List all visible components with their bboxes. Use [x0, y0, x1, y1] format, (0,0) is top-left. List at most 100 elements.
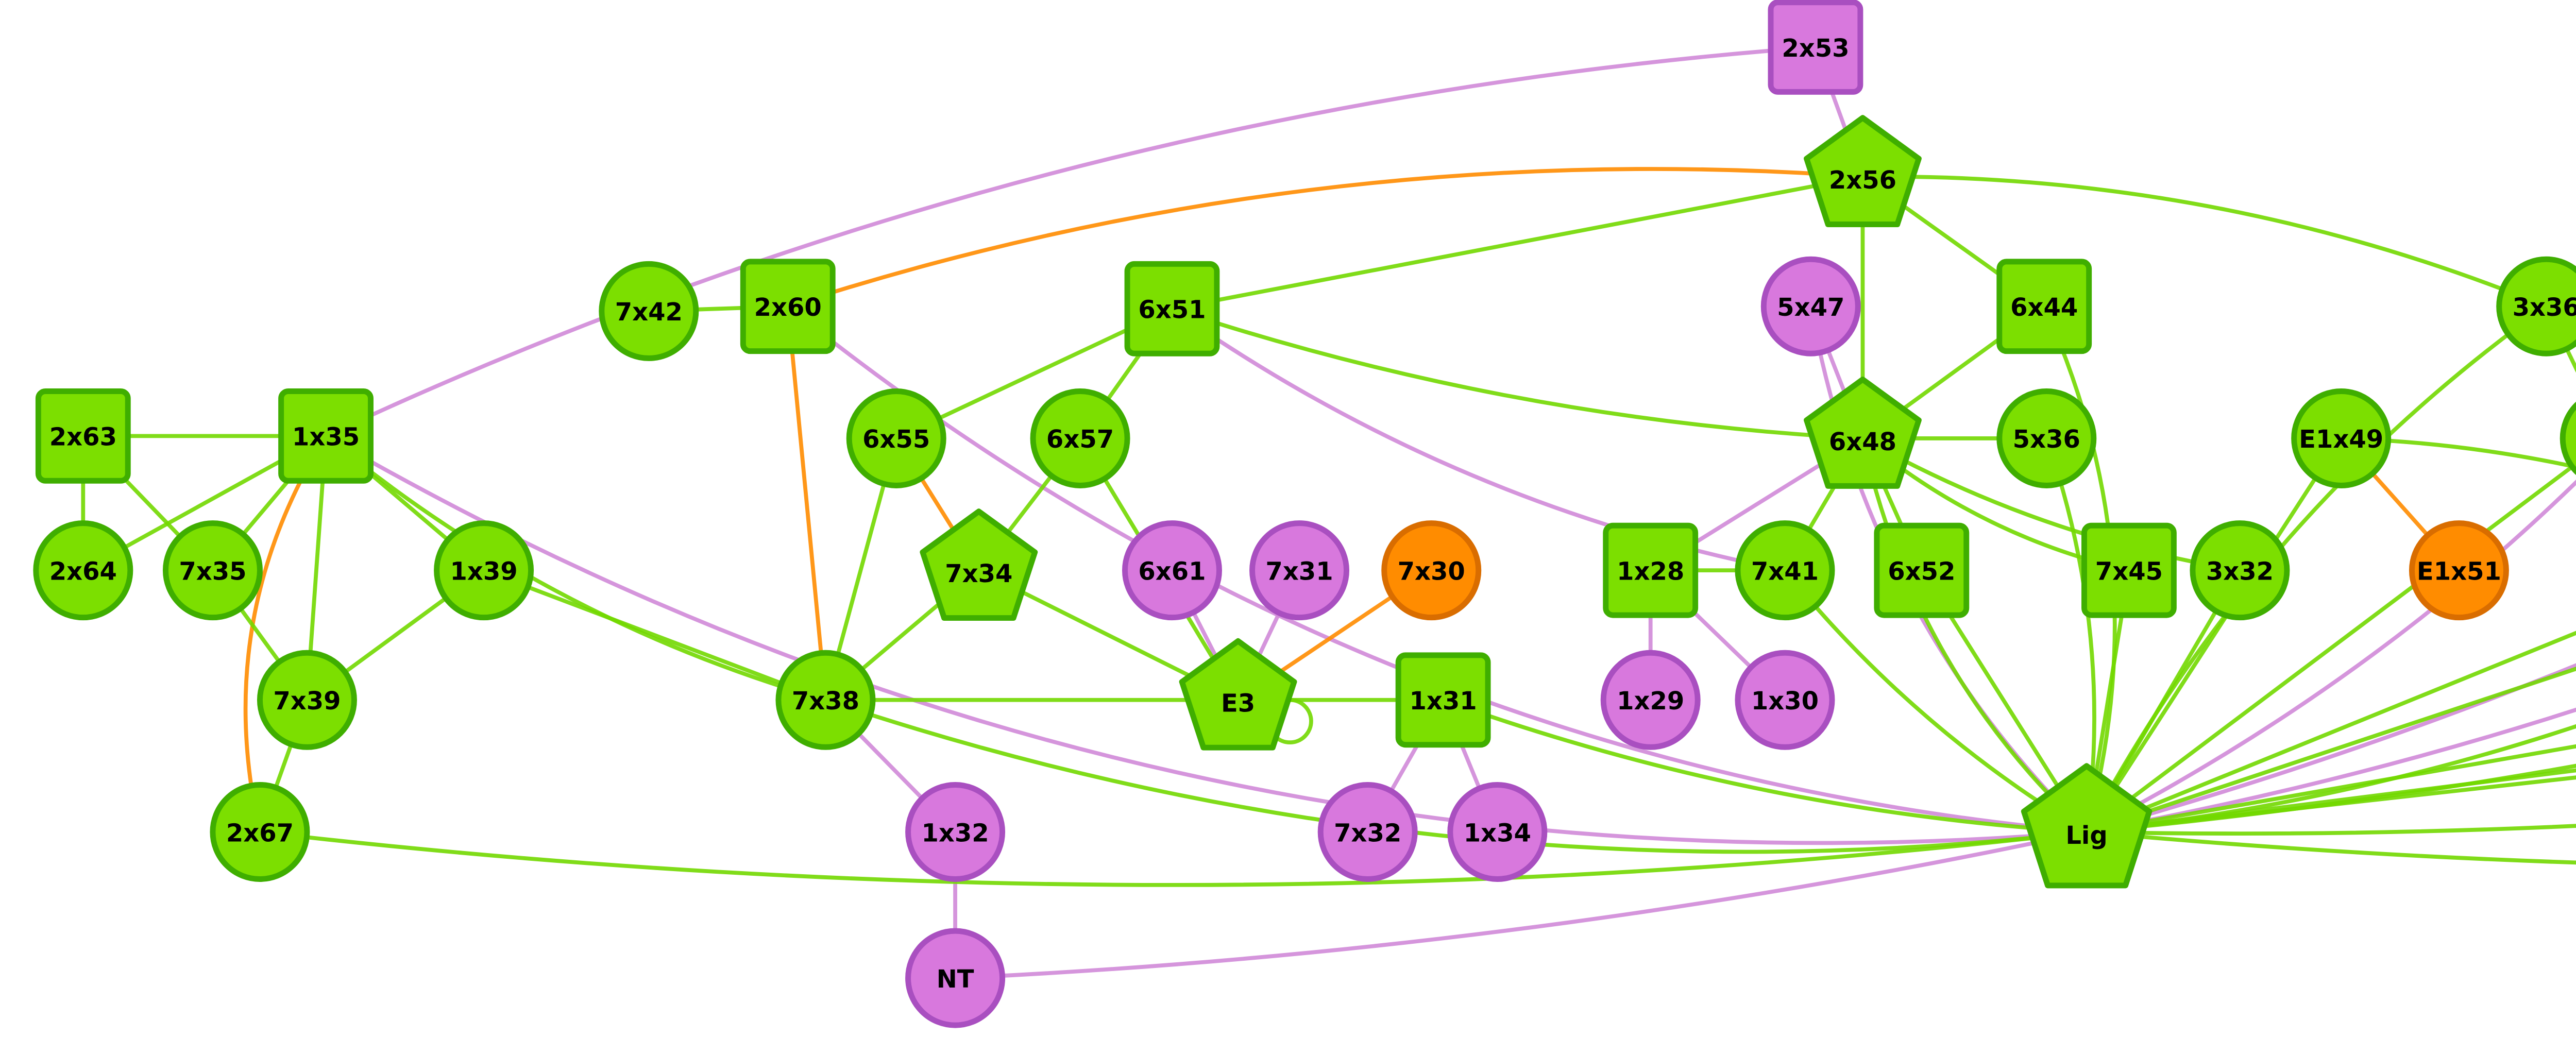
node-6x61[interactable]: 6x61: [1122, 520, 1222, 621]
node-shape-circle[interactable]: [1381, 520, 1482, 621]
node-7x42[interactable]: 7x42: [599, 261, 699, 361]
node-7x32[interactable]: 7x32: [1317, 781, 1418, 882]
node-6x51[interactable]: 6x51: [1124, 261, 1220, 356]
node-7x34[interactable]: 7x34: [920, 508, 1038, 621]
edge-3x36-Lig: [2084, 304, 2549, 834]
node-shape-square[interactable]: [1124, 261, 1220, 356]
node-6x44[interactable]: 6x44: [1996, 259, 2092, 354]
node-shape-pentagon[interactable]: [920, 508, 1038, 621]
node-shape-square[interactable]: [1996, 259, 2092, 354]
edge-E2-Lig: [2084, 667, 2576, 834]
node-3x36[interactable]: 3x36: [2496, 256, 2576, 356]
node-1x32[interactable]: 1x32: [905, 781, 1006, 882]
node-shape-pentagon[interactable]: [1804, 377, 1922, 489]
node-1x28[interactable]: 1x28: [1603, 522, 1699, 618]
node-shape-circle[interactable]: [2496, 256, 2576, 356]
node-shape-circle[interactable]: [905, 928, 1006, 1028]
node-7x38[interactable]: 7x38: [775, 650, 876, 750]
node-7x31[interactable]: 7x31: [1249, 520, 1350, 621]
node-shape-circle[interactable]: [846, 388, 946, 488]
node-shape-square[interactable]: [1603, 522, 1699, 618]
node-6x52[interactable]: 6x52: [1874, 522, 1970, 618]
node-shape-square[interactable]: [278, 388, 374, 484]
node-shape-circle[interactable]: [1317, 781, 1418, 882]
edge-3x33-Lig: [2084, 479, 2576, 834]
node-2x60[interactable]: 2x60: [740, 259, 836, 354]
node-6x57[interactable]: 6x57: [1030, 388, 1130, 488]
node-shape-circle[interactable]: [33, 520, 133, 621]
node-shape-pentagon[interactable]: [2021, 763, 2153, 889]
node-2x56[interactable]: 2x56: [1804, 115, 1922, 228]
edge-5x42-Lig: [2084, 461, 2576, 834]
node-shape-circle[interactable]: [1447, 781, 1548, 882]
node-1x31[interactable]: 1x31: [1395, 652, 1491, 748]
node-5x36[interactable]: 5x36: [1996, 388, 2097, 488]
edge-2x60-2x56: [786, 167, 1865, 309]
node-7x41[interactable]: 7x41: [1735, 520, 1835, 621]
node-shape-circle[interactable]: [210, 781, 310, 882]
node-7x39[interactable]: 7x39: [257, 650, 357, 750]
node-E1x51[interactable]: E1x51: [2409, 520, 2509, 621]
node-7x35[interactable]: 7x35: [162, 520, 263, 621]
node-shape-square[interactable]: [1768, 0, 1863, 95]
node-2x63[interactable]: 2x63: [35, 388, 131, 484]
edge-2x67-Lig: [258, 830, 2089, 887]
edge-2x56-3x36: [1860, 174, 2549, 309]
edge-6x51-6x48: [1170, 307, 1865, 440]
edge-1x31-Lig: [1441, 698, 2089, 834]
node-shape-circle[interactable]: [2291, 388, 2392, 488]
edge-5x40-Lig: [2084, 824, 2576, 836]
edge-5x43-Lig: [2084, 631, 2576, 834]
edge-1x35-7x38: [324, 434, 828, 702]
edge-6x59-Lig: [2084, 830, 2576, 865]
edge-4x57-Lig: [2084, 707, 2576, 834]
node-7x45[interactable]: 7x45: [2081, 522, 2177, 618]
node-1x30[interactable]: 1x30: [1735, 650, 1835, 750]
node-3x32[interactable]: 3x32: [2190, 520, 2290, 621]
node-shape-circle[interactable]: [1122, 520, 1222, 621]
node-5x47[interactable]: 5x47: [1760, 256, 1861, 356]
edge-3x29-Lig: [2084, 724, 2576, 834]
node-shape-circle[interactable]: [775, 650, 876, 750]
node-6x55[interactable]: 6x55: [846, 388, 946, 488]
node-shape-circle[interactable]: [1735, 520, 1835, 621]
node-shape-circle[interactable]: [2560, 391, 2576, 485]
node-1x29[interactable]: 1x29: [1600, 650, 1701, 750]
node-shape-circle[interactable]: [2190, 520, 2290, 621]
node-shape-square[interactable]: [1395, 652, 1491, 748]
node-5x42[interactable]: 5x42: [2560, 391, 2576, 485]
node-6x48[interactable]: 6x48: [1804, 377, 1922, 489]
node-shape-square[interactable]: [740, 259, 836, 354]
node-2x53[interactable]: 2x53: [1768, 0, 1863, 95]
node-E3[interactable]: E3: [1179, 638, 1297, 751]
edge-NT-Lig: [953, 830, 2089, 980]
node-shape-square[interactable]: [1874, 522, 1970, 618]
node-7x30[interactable]: 7x30: [1381, 520, 1482, 621]
node-shape-circle[interactable]: [599, 261, 699, 361]
node-shape-circle[interactable]: [1600, 650, 1701, 750]
node-shape-square[interactable]: [35, 388, 131, 484]
node-shape-circle[interactable]: [434, 520, 534, 621]
node-shape-square[interactable]: [2081, 522, 2177, 618]
node-E1x49[interactable]: E1x49: [2291, 388, 2392, 488]
node-NT[interactable]: NT: [905, 928, 1006, 1028]
node-shape-circle[interactable]: [1735, 650, 1835, 750]
node-2x64[interactable]: 2x64: [33, 520, 133, 621]
node-1x35[interactable]: 1x35: [278, 388, 374, 484]
node-shape-circle[interactable]: [1760, 256, 1861, 356]
node-shape-circle[interactable]: [1030, 388, 1130, 488]
node-shape-circle[interactable]: [257, 650, 357, 750]
node-shape-circle[interactable]: [905, 781, 1006, 882]
node-1x34[interactable]: 1x34: [1447, 781, 1548, 882]
node-shape-pentagon[interactable]: [1804, 115, 1922, 228]
node-shape-pentagon[interactable]: [1179, 638, 1297, 751]
node-1x39[interactable]: 1x39: [434, 520, 534, 621]
edge-E2x50-Lig: [2084, 768, 2576, 834]
node-shape-circle[interactable]: [1249, 520, 1350, 621]
node-shape-circle[interactable]: [2409, 520, 2509, 621]
node-2x67[interactable]: 2x67: [210, 781, 310, 882]
node-shape-circle[interactable]: [162, 520, 263, 621]
node-shape-circle[interactable]: [1996, 388, 2097, 488]
